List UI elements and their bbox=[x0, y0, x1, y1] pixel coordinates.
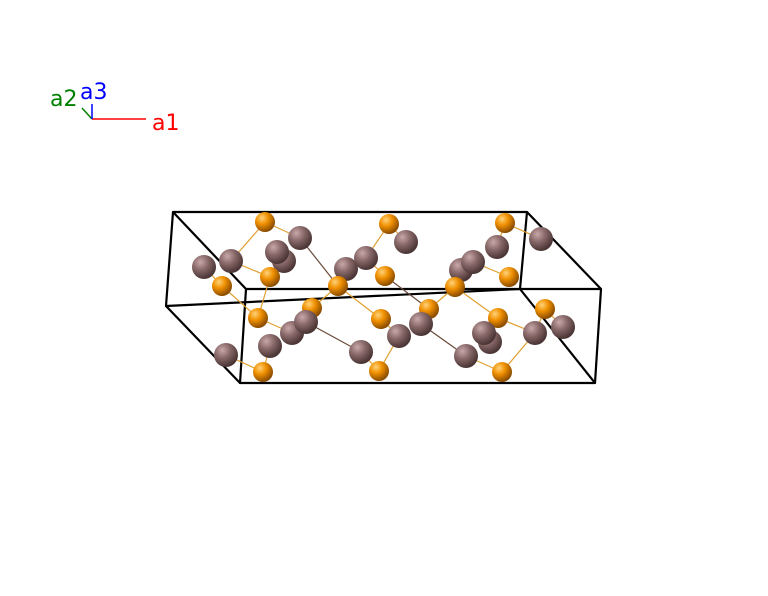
orange-atom[interactable] bbox=[248, 308, 268, 328]
mauve-atom[interactable] bbox=[461, 250, 485, 274]
mauve-atom[interactable] bbox=[265, 240, 289, 264]
orange-atom[interactable] bbox=[379, 214, 399, 234]
orange-atom[interactable] bbox=[499, 267, 519, 287]
orange-atom[interactable] bbox=[535, 299, 555, 319]
a2-axis-line bbox=[81, 107, 93, 120]
cell-edge bbox=[172, 211, 247, 290]
orange-atom[interactable] bbox=[328, 276, 348, 296]
atoms-back-layer bbox=[192, 212, 553, 297]
mauve-atom[interactable] bbox=[454, 344, 478, 368]
mauve-atom[interactable] bbox=[294, 310, 318, 334]
mauve-atom[interactable] bbox=[485, 235, 509, 259]
unit-cell bbox=[164, 210, 603, 385]
a2-label: a2 bbox=[50, 87, 77, 112]
orange-atom[interactable] bbox=[488, 308, 508, 328]
orange-atom[interactable] bbox=[260, 267, 280, 287]
mauve-atom[interactable] bbox=[523, 321, 547, 345]
bonds bbox=[203, 221, 564, 373]
mauve-atom[interactable] bbox=[387, 324, 411, 348]
mauve-atom[interactable] bbox=[529, 227, 553, 251]
cell-edge bbox=[526, 211, 602, 290]
mauve-atom[interactable] bbox=[219, 249, 243, 273]
orange-atom[interactable] bbox=[492, 362, 512, 382]
cell-edge bbox=[165, 305, 241, 384]
mauve-atom[interactable] bbox=[288, 226, 312, 250]
mauve-atom[interactable] bbox=[472, 321, 496, 345]
axis-indicator: a1 a2 a3 bbox=[50, 80, 179, 136]
mauve-atom[interactable] bbox=[354, 246, 378, 270]
mauve-atom[interactable] bbox=[551, 315, 575, 339]
mauve-atom[interactable] bbox=[258, 334, 282, 358]
orange-atom[interactable] bbox=[445, 277, 465, 297]
orange-atom[interactable] bbox=[369, 361, 389, 381]
atoms-front-layer bbox=[214, 298, 575, 382]
a1-label: a1 bbox=[152, 111, 179, 136]
mauve-atom[interactable] bbox=[409, 312, 433, 336]
a3-label: a3 bbox=[80, 80, 107, 105]
orange-atom[interactable] bbox=[375, 266, 395, 286]
mauve-atom[interactable] bbox=[192, 255, 216, 279]
orange-atom[interactable] bbox=[253, 362, 273, 382]
orange-atom[interactable] bbox=[212, 276, 232, 296]
mauve-atom[interactable] bbox=[349, 340, 373, 364]
orange-atom[interactable] bbox=[255, 212, 275, 232]
mauve-atom[interactable] bbox=[334, 257, 358, 281]
mauve-atom[interactable] bbox=[394, 230, 418, 254]
orange-atom[interactable] bbox=[495, 213, 515, 233]
orange-atom[interactable] bbox=[371, 309, 391, 329]
mauve-atom[interactable] bbox=[214, 343, 238, 367]
